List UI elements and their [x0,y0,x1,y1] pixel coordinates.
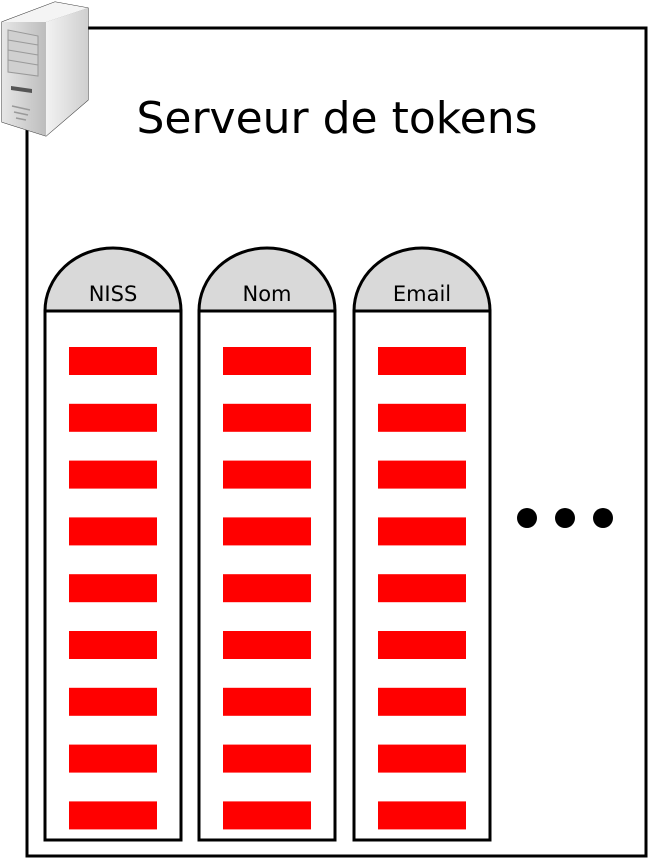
token-bar [378,744,466,773]
token-bar [378,403,466,432]
column-nom: Nom [197,246,337,842]
token-bar [378,347,466,375]
token-bar [69,460,157,489]
column-label: Email [393,282,451,306]
column-label: NISS [89,282,138,306]
token-bar [378,801,466,830]
token-bar [378,517,466,546]
token-bar [223,744,311,773]
token-bar [223,574,311,603]
column-header [197,246,337,313]
token-bar [69,744,157,773]
token-bar [378,460,466,489]
token-bar [69,403,157,432]
token-bar [378,574,466,603]
token-bar [69,631,157,659]
column-email: Email [352,246,492,842]
token-bar [223,631,311,659]
token-bar [69,687,157,716]
token-bar [223,347,311,375]
token-bar [223,403,311,432]
token-bar [69,801,157,830]
column-header [352,246,492,313]
token-bar [378,687,466,716]
diagram-title: Serveur de tokens [136,93,537,144]
server-icon [1,1,89,137]
column-label: Nom [242,282,291,306]
token-bar [223,517,311,546]
token-bar [223,801,311,830]
token-bar [69,574,157,603]
token-bar [378,631,466,659]
column-header [43,246,183,313]
ellipsis-icon [517,508,613,528]
token-bar [223,460,311,489]
token-bar [223,687,311,716]
token-bar [69,347,157,375]
column-niss: NISS [43,246,183,842]
token-bar [69,517,157,546]
